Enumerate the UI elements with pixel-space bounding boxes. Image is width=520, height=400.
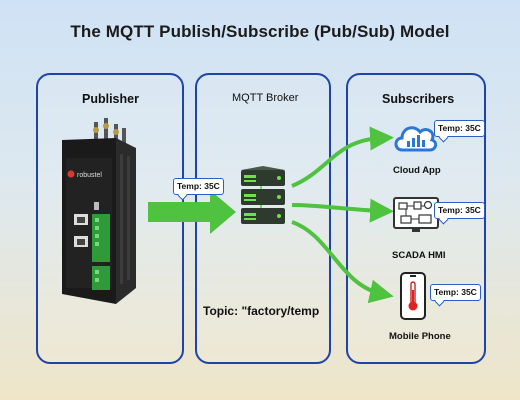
scada-hmi-label: SCADA HMI [392,250,446,261]
arrow-to-scada-hmi [291,198,394,223]
device-brand-text: robustel [77,172,102,179]
scada-icon [393,197,439,232]
publisher-heading: Publisher [82,92,139,106]
arrow-to-cloud-app [291,126,394,188]
topic-label: Topic: "factory/temp [203,304,320,318]
phone-thermometer-icon [400,272,426,320]
cloud-app-label: Cloud App [393,165,441,176]
diagram-title: The MQTT Publish/Subscribe (Pub/Sub) Mod… [70,22,450,41]
arrow-to-mobile-phone [291,220,394,304]
subscribers-heading: Subscribers [382,92,455,106]
mobile-phone-label: Mobile Phone [389,331,451,342]
gateway-device-icon: robustel [62,118,136,304]
cloud-icon [394,126,438,152]
cloud-message-bubble: Temp: 35C [434,120,485,137]
publish-arrow [148,190,236,234]
publish-message-bubble: Temp: 35C [173,178,224,195]
broker-server-icon [241,166,285,224]
phone-message-bubble: Temp: 35C [430,284,481,301]
scada-message-bubble: Temp: 35C [434,202,485,219]
broker-heading: MQTT Broker [232,92,299,104]
